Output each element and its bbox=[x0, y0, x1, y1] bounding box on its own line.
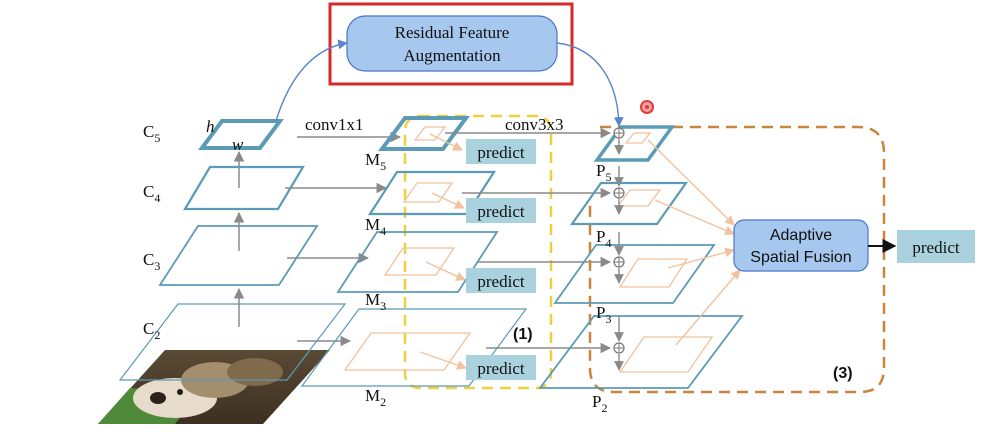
plane-m3 bbox=[336, 231, 499, 293]
label-c3: C3 bbox=[143, 250, 160, 273]
label-c4: C4 bbox=[143, 182, 160, 205]
sum-node-crosses bbox=[614, 128, 624, 353]
label-m4: M4 bbox=[365, 215, 386, 238]
rfa-connections bbox=[275, 39, 624, 127]
final-predict-label: predict bbox=[912, 238, 959, 257]
m-labels: M5 M4 M3 M2 bbox=[365, 150, 386, 409]
label-m2: M2 bbox=[365, 386, 386, 409]
plane-c5 bbox=[198, 119, 284, 150]
plane-c3 bbox=[158, 225, 319, 286]
m-planes bbox=[300, 116, 528, 387]
m-predict-boxes: predict predict predict predict bbox=[466, 139, 536, 380]
p-labels: P5 P4 P3 P2 bbox=[592, 161, 611, 415]
lateral-conv1x1-arrows bbox=[285, 131, 402, 347]
label-h: h bbox=[206, 117, 215, 136]
label-p3: P3 bbox=[596, 303, 611, 326]
conv1x1-label: conv1x1 bbox=[305, 115, 364, 134]
backbone-planes bbox=[118, 119, 347, 381]
plane-c2 bbox=[118, 303, 347, 381]
predict-m4: predict bbox=[477, 202, 524, 221]
plane-m4 bbox=[367, 170, 497, 216]
plane-p5 bbox=[593, 125, 676, 162]
final-predict-box bbox=[897, 230, 975, 263]
input-image bbox=[98, 350, 330, 424]
section-3-label: (3) bbox=[833, 365, 853, 382]
rfa-label-line1: Residual Feature bbox=[395, 23, 510, 42]
plane-p3 bbox=[553, 244, 716, 304]
asf-label-line2: Spatial Fusion bbox=[750, 249, 851, 266]
predict-m3: predict bbox=[477, 272, 524, 291]
label-c2: C2 bbox=[143, 319, 160, 342]
plane-c4 bbox=[183, 165, 305, 211]
label-w: w bbox=[232, 135, 244, 154]
asf-label-line1: Adaptive bbox=[770, 227, 832, 244]
plane-p4 bbox=[569, 181, 689, 226]
label-m5: M5 bbox=[365, 150, 386, 173]
label-c5: C5 bbox=[143, 122, 160, 145]
predict-m5: predict bbox=[477, 143, 524, 162]
predict-m2: predict bbox=[477, 359, 524, 378]
cursor-indicator bbox=[640, 100, 654, 114]
backbone-labels: C5 C4 C3 C2 h w bbox=[143, 117, 244, 342]
section-3-box bbox=[588, 125, 886, 394]
label-m3: M3 bbox=[365, 290, 386, 313]
label-p4: P4 bbox=[596, 227, 611, 250]
m-predict-arrows bbox=[419, 133, 467, 370]
conv3x3-arrows bbox=[445, 127, 612, 354]
plane-p2 bbox=[538, 315, 744, 389]
label-p5: P5 bbox=[596, 161, 611, 184]
plane-m5 bbox=[378, 116, 470, 151]
rfa-label-line2: Augmentation bbox=[403, 46, 501, 65]
label-p2: P2 bbox=[592, 392, 607, 415]
fusion-arrows bbox=[647, 139, 741, 346]
rfa-highlight-box bbox=[328, 2, 574, 86]
section-1-label: (1) bbox=[513, 326, 533, 343]
p-planes bbox=[538, 125, 744, 389]
section-1-box bbox=[403, 114, 553, 390]
conv3x3-label: conv3x3 bbox=[505, 115, 564, 134]
plane-m2 bbox=[300, 308, 528, 387]
